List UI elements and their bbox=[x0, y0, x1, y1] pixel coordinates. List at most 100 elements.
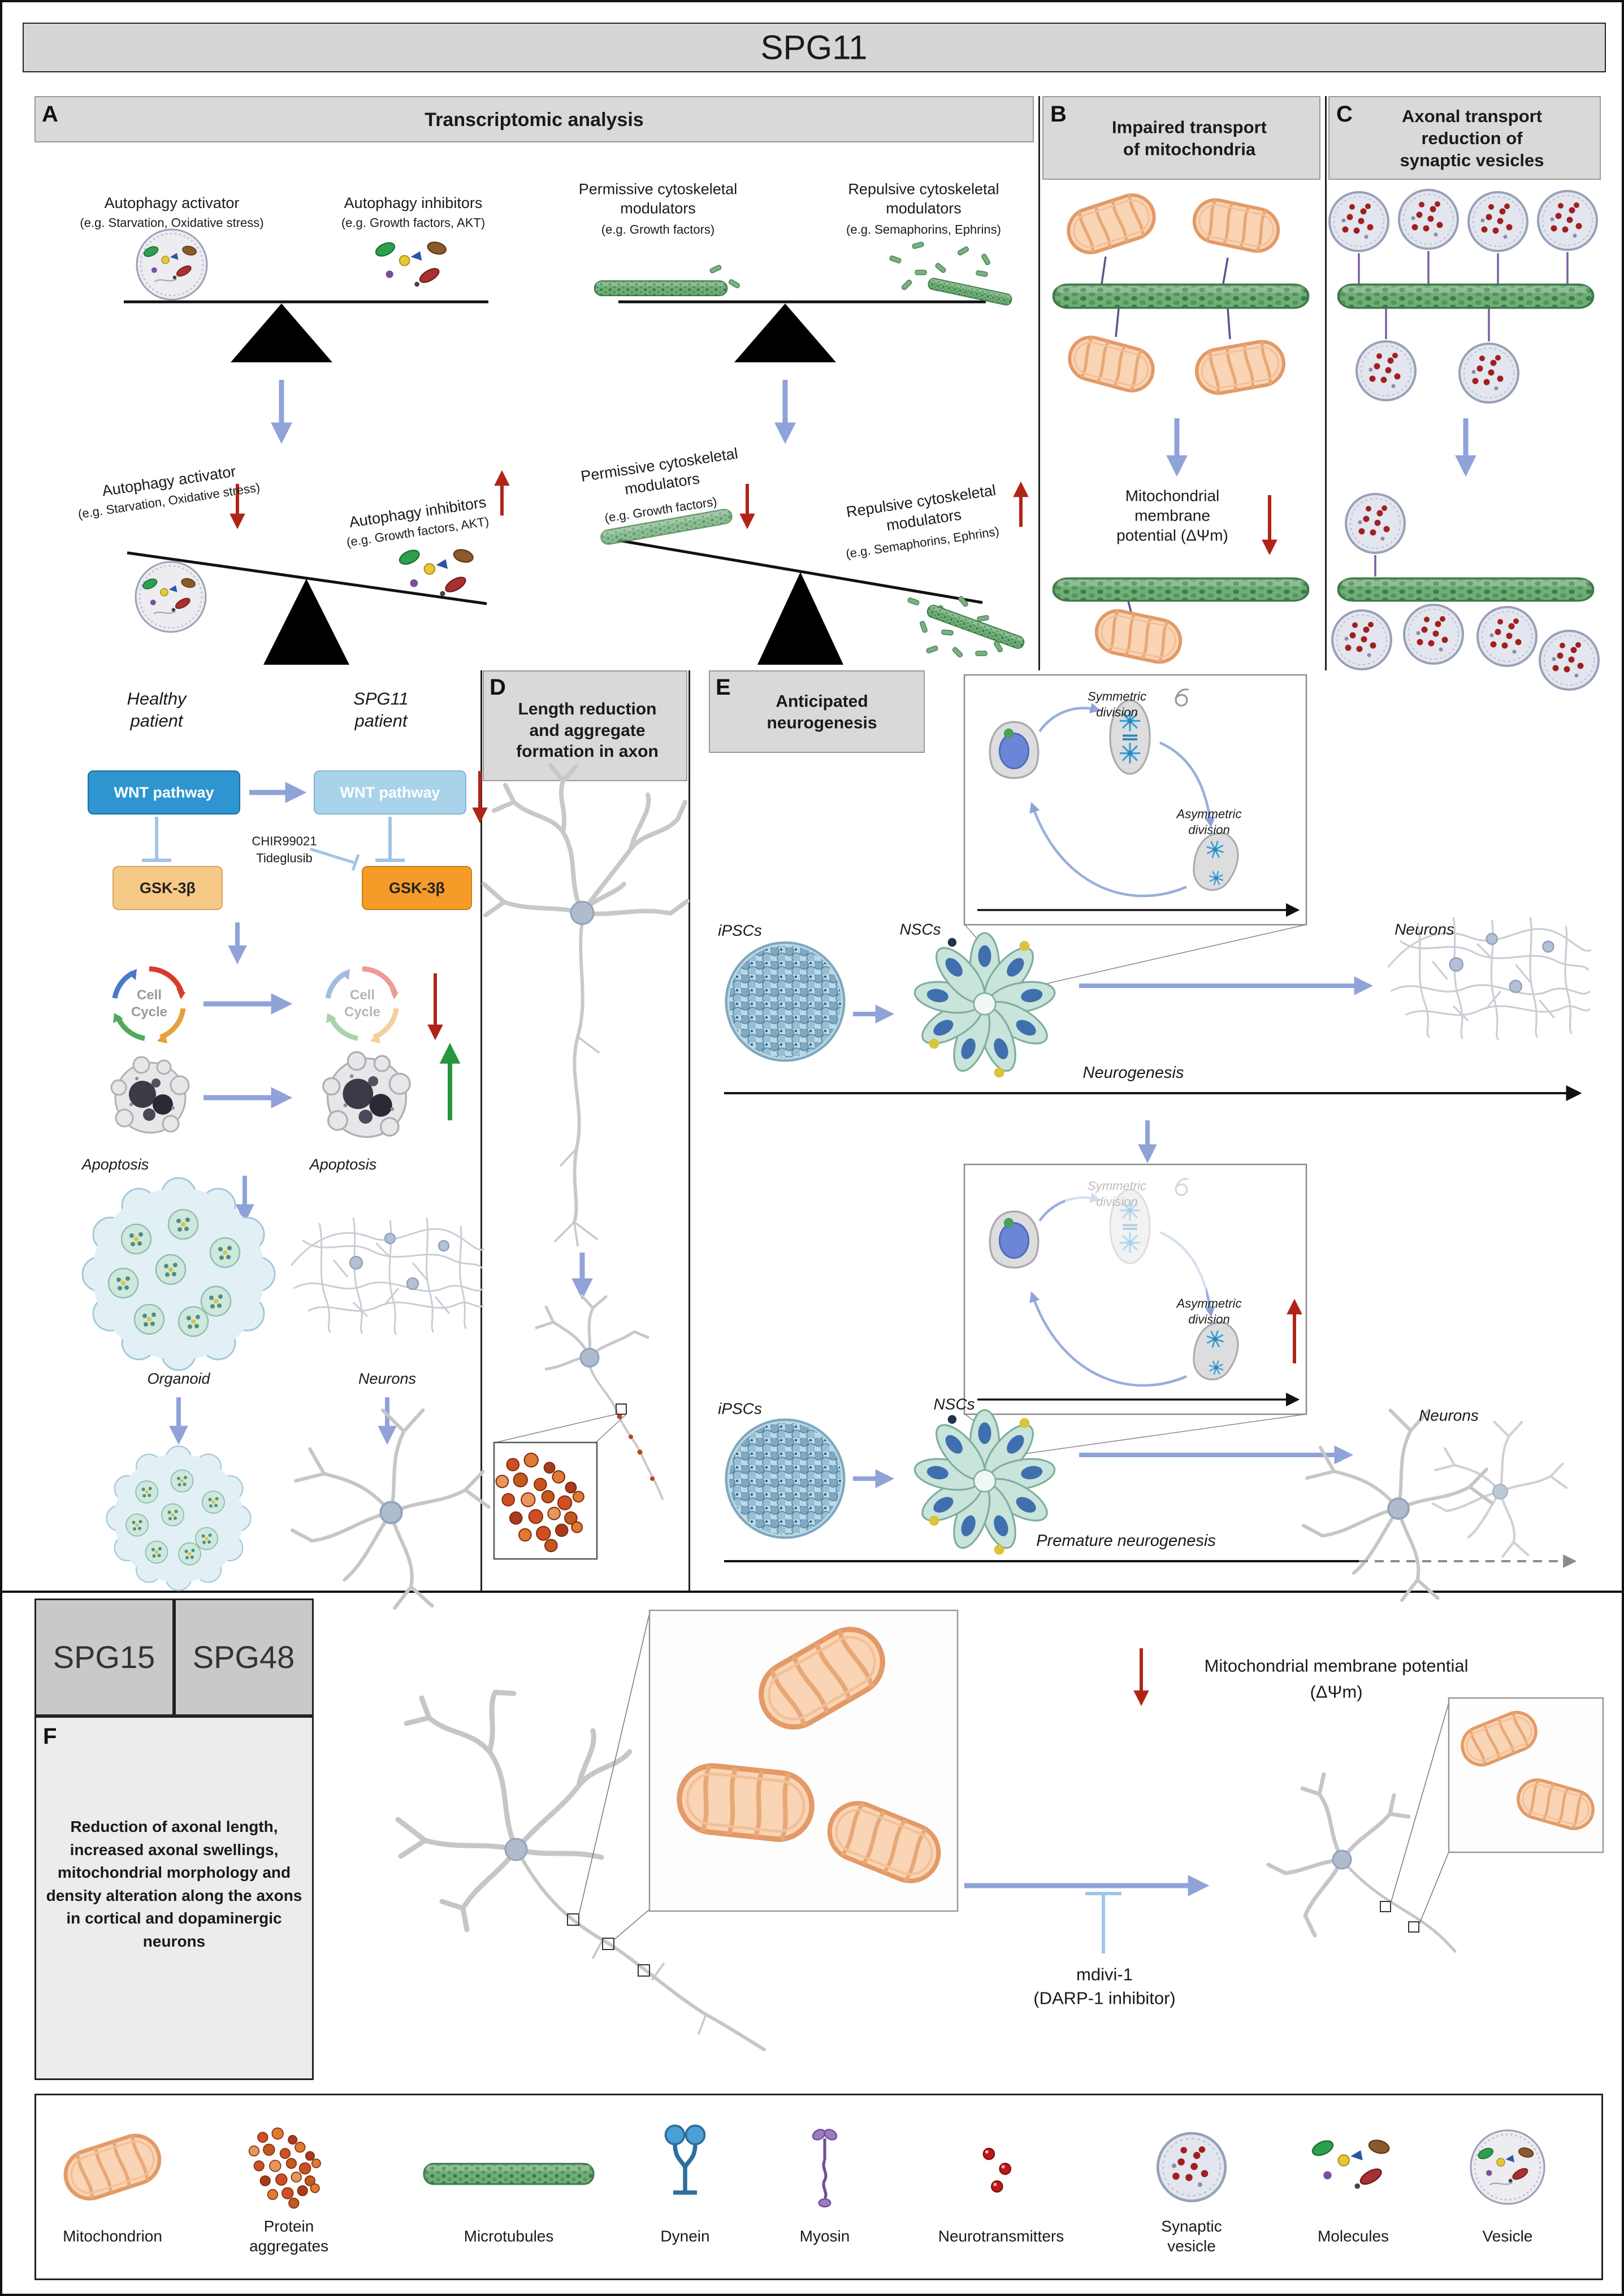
microtubule-icon bbox=[594, 280, 728, 297]
seesaw-cytoskeletal-balanced bbox=[594, 241, 1014, 444]
panel-c-header bbox=[1328, 96, 1601, 180]
mmp-label: Mitochondrial membrane potential bbox=[1204, 1656, 1469, 1676]
panel-c-art bbox=[1328, 189, 1600, 691]
gsk3b-healthy: GSK-3β bbox=[112, 866, 223, 910]
mmp-sub-label: (ΔΨm) bbox=[1310, 1682, 1363, 1702]
title-bar bbox=[23, 23, 1606, 72]
ipscs-label-row2: iPSCs bbox=[718, 1400, 762, 1418]
legend-label-mitochondrion: Mitochondrion bbox=[63, 2227, 162, 2245]
figure-title: SPG11 bbox=[760, 28, 868, 67]
neurons-mesh-icon bbox=[290, 1216, 486, 1336]
wnt-pathway-healthy: WNT pathway bbox=[88, 770, 240, 815]
panel-d-title: Length reduction and aggregate formation… bbox=[516, 699, 659, 761]
neurons-label-row2: Neurons bbox=[1419, 1406, 1479, 1424]
repulsive-fragments-icon bbox=[889, 241, 1014, 307]
permissive-label: Permissive cytoskeletal modulators bbox=[578, 180, 738, 216]
gsk3b-spg11-label: GSK-3β bbox=[389, 879, 445, 896]
mitochondria-inset-small bbox=[1448, 1697, 1604, 1853]
panel-e-title: Anticipated neurogenesis bbox=[766, 692, 877, 733]
panel-f-box bbox=[34, 1716, 314, 2080]
nsc-rosette-icon bbox=[912, 933, 1057, 1078]
gsk3b-spg11: GSK-3β bbox=[362, 866, 472, 910]
panel-b-art bbox=[1054, 189, 1308, 666]
panel-c-title: Axonal transport reduction of synaptic v… bbox=[1400, 106, 1544, 170]
legend-label-myosin: Myosin bbox=[799, 2227, 850, 2245]
panel-f-description: Reduction of axonal length, increased ax… bbox=[46, 1818, 302, 1951]
spg15-box bbox=[34, 1598, 174, 1716]
autophagy-inhibitors-label: Autophagy inhibitors bbox=[344, 194, 483, 212]
apoptosis-healthy-icon bbox=[110, 1056, 190, 1134]
ipsc-cluster-icon bbox=[725, 941, 846, 1062]
repulsive-label: Repulsive cytoskeletal modulators bbox=[848, 180, 999, 216]
panel-e-letter: E bbox=[716, 675, 731, 700]
panel-a-title: Transcriptomic analysis bbox=[425, 109, 644, 131]
legend-label-dynein: Dynein bbox=[660, 2227, 710, 2245]
seesaw-autophagy-balanced bbox=[124, 229, 488, 444]
asymmetric-division-label-bottom: Asymmetric division bbox=[1176, 1296, 1242, 1327]
divider-d-e bbox=[688, 670, 690, 1591]
cell-cycle-healthy-label: Cell Cycle bbox=[131, 987, 168, 1020]
organoid-icon bbox=[83, 1178, 275, 1370]
molecules-icon bbox=[373, 239, 448, 288]
wnt-pathway-spg11-label: WNT pathway bbox=[340, 783, 440, 801]
nscs-label-row2: NSCs bbox=[933, 1395, 975, 1413]
gsk3b-healthy-label: GSK-3β bbox=[140, 879, 196, 896]
wnt-pathway-spg11: WNT pathway bbox=[314, 770, 466, 815]
divider-a-b bbox=[1038, 96, 1040, 670]
spg48-box bbox=[174, 1598, 314, 1716]
panel-a-header bbox=[34, 96, 1034, 142]
panel-e-header bbox=[709, 670, 925, 753]
premature-neurogenesis-label: Premature neurogenesis bbox=[1036, 1531, 1216, 1550]
panel-d-header bbox=[483, 670, 687, 781]
asymmetric-division-label-top: Asymmetric division bbox=[1176, 807, 1242, 837]
spg48-label: SPG48 bbox=[192, 1639, 295, 1675]
panel-e-art bbox=[724, 675, 1592, 1600]
panel-c-letter: C bbox=[1336, 102, 1353, 127]
drug-chir99021-label: CHIR99021 bbox=[252, 834, 317, 848]
legend-label-molecules: Molecules bbox=[1317, 2227, 1389, 2245]
panel-d-letter: D bbox=[490, 675, 506, 700]
symmetric-division-label-bottom: Symmetric division bbox=[1088, 1179, 1146, 1209]
panel-b-letter: B bbox=[1050, 102, 1067, 127]
mdivi-sub-label: (DARP-1 inhibitor) bbox=[1033, 1988, 1176, 2008]
apoptosis-spg11-icon bbox=[322, 1051, 411, 1138]
panel-b-caption: Mitochondrial membrane potential (ΔΨm) bbox=[1116, 487, 1228, 544]
nscs-label-row1: NSCs bbox=[899, 920, 941, 938]
organoid-label: Organoid bbox=[147, 1370, 210, 1388]
symmetric-division-label-top: Symmetric division bbox=[1088, 689, 1146, 720]
autophagy-inhibitors-sub: (e.g. Growth factors, AKT) bbox=[341, 215, 486, 230]
repulsive-sub: (e.g. Semaphorins, Ephrins) bbox=[846, 222, 1001, 237]
apoptosis-healthy-label: Apoptosis bbox=[81, 1156, 149, 1173]
divider-b-c bbox=[1325, 96, 1327, 670]
neurons-label-row1: Neurons bbox=[1395, 920, 1454, 938]
healthy-patient-label: Healthy patient bbox=[127, 688, 187, 730]
spg11-patient-label: SPG11 patient bbox=[353, 688, 409, 730]
panel-f-letter: F bbox=[43, 1724, 57, 1749]
autophagy-activator-label: Autophagy activator bbox=[104, 194, 240, 212]
apoptosis-spg11-label: Apoptosis bbox=[309, 1156, 377, 1173]
panel-b-header bbox=[1042, 96, 1320, 180]
panel-b-title: Impaired transport of mitochondria bbox=[1112, 117, 1267, 159]
permissive-sub: (e.g. Growth factors) bbox=[601, 222, 715, 237]
drug-tideglusib-label: Tideglusib bbox=[256, 851, 313, 865]
mdivi-label: mdivi-1 bbox=[1076, 1964, 1133, 1985]
permissive-label-tilted: Permissive cytoskeletal modulators bbox=[579, 444, 739, 498]
aggregate-inset-box bbox=[493, 1441, 598, 1560]
divider-a-d bbox=[480, 670, 482, 1591]
wnt-pathway-healthy-label: WNT pathway bbox=[114, 783, 214, 801]
legend-label-protein-aggregates: Protein aggregates bbox=[249, 2217, 329, 2255]
ipscs-label-row1: iPSCs bbox=[718, 921, 762, 939]
legend-label-neurotransmitters: Neurotransmitters bbox=[938, 2227, 1064, 2245]
neurons-label: Neurons bbox=[358, 1370, 417, 1388]
panel-d-art bbox=[482, 763, 690, 1560]
neurogenesis-label: Neurogenesis bbox=[1082, 1063, 1184, 1082]
legend-label-vesicle: Vesicle bbox=[1482, 2227, 1533, 2245]
spg15-label: SPG15 bbox=[53, 1639, 155, 1675]
autophagy-activator-sub: (e.g. Starvation, Oxidative stress) bbox=[80, 215, 264, 230]
divider-spg11-bottom bbox=[2, 1591, 1622, 1593]
cell-cycle-spg11-label: Cell Cycle bbox=[344, 987, 381, 1020]
protein-aggregate-icon bbox=[495, 1452, 584, 1553]
mitochondria-inset-large bbox=[648, 1609, 959, 1912]
repulsive-fragments-increased-icon bbox=[907, 595, 1027, 659]
